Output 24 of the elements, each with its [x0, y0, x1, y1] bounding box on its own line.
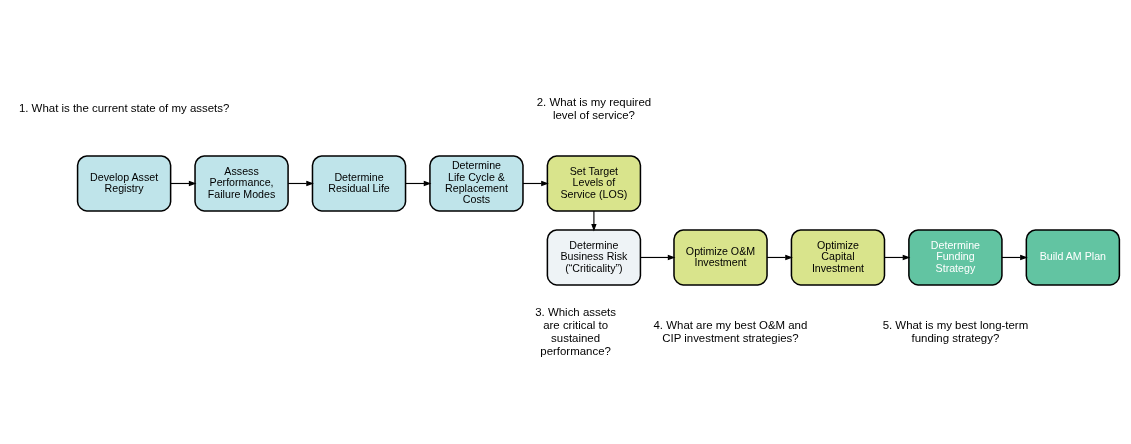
node-box: Set Target Levels of Service (LOS)	[546, 155, 642, 212]
arrow	[766, 254, 793, 261]
node-box: Build AM Plan	[1025, 229, 1121, 286]
arrow	[883, 254, 911, 261]
label: 4. What are my best O&M and CIP investment strategies?	[653, 319, 808, 345]
node-box: Determine Residual Life	[311, 155, 407, 212]
node-box: Assess Performance, Failure Modes	[194, 155, 289, 212]
node-box: Determine Funding Strategy	[908, 229, 1003, 286]
arrow	[1001, 254, 1028, 261]
arrow	[591, 210, 597, 232]
label: 2. What is my required level of service?	[536, 95, 652, 121]
node-box: Optimize O&M Investment	[673, 229, 768, 286]
label: 5. What is my best long-term funding strategy?	[882, 319, 1029, 345]
arrow	[287, 180, 314, 187]
arrow	[640, 254, 676, 261]
arrow	[405, 180, 432, 187]
label: 1. What is the current state of my assets?	[18, 102, 230, 115]
label: 3. Which assets are critical to sustained performance?	[535, 306, 616, 358]
node-box: Determine Business Risk (“Criticality”)	[546, 229, 642, 286]
arrow	[522, 180, 549, 187]
arrow	[170, 180, 197, 187]
node-box: Optimize Capital Investment	[790, 229, 886, 286]
node-box: Determine Life Cycle & Replacement Costs	[429, 155, 524, 212]
node-box: Develop Asset Registry	[76, 155, 172, 212]
